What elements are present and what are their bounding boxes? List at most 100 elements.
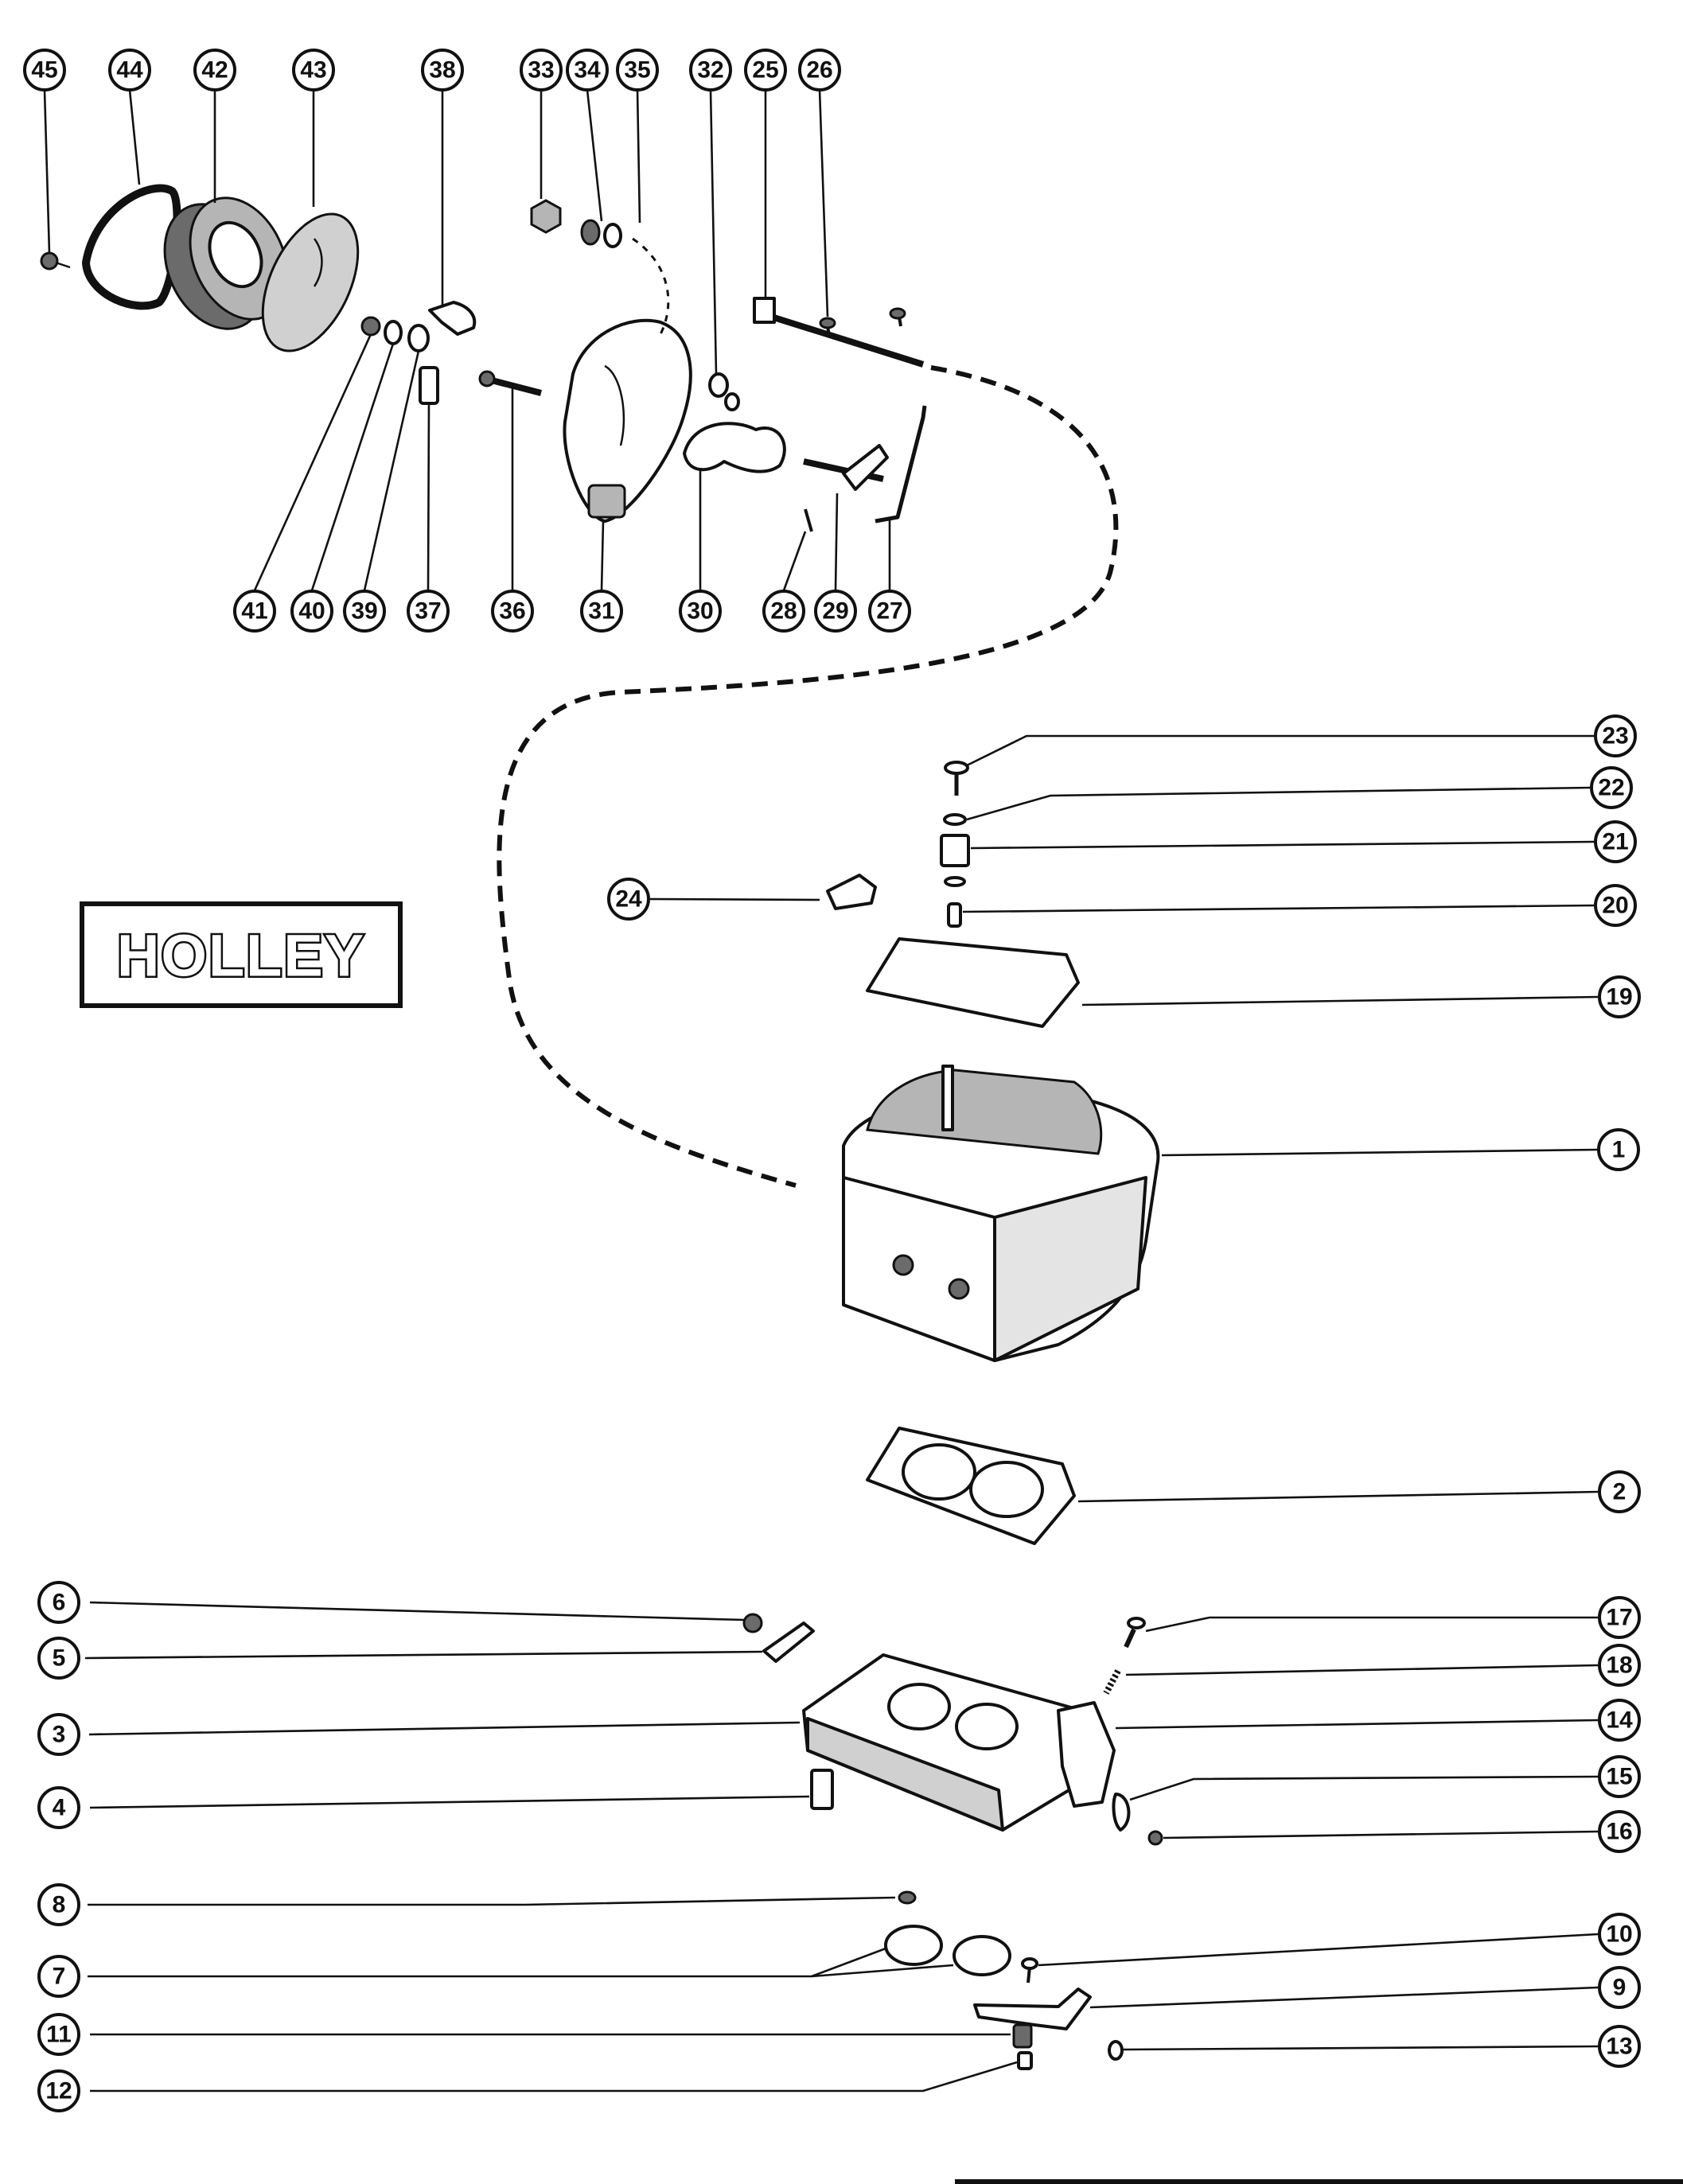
callout-26: 26: [798, 49, 841, 91]
callout-7: 7: [37, 1955, 80, 1998]
leader-7b: [811, 1964, 954, 1978]
part-39-washer: [407, 324, 430, 352]
leader-31: [600, 520, 605, 591]
callout-4: 4: [37, 1786, 80, 1829]
svg-text:45: 45: [31, 57, 57, 84]
callout-20: 20: [1594, 884, 1637, 927]
leader-40: [310, 343, 395, 591]
callout-15: 15: [1598, 1755, 1641, 1798]
brand-label: HOLLEY: [117, 923, 365, 989]
svg-text:4: 4: [53, 1795, 66, 1821]
svg-text:39: 39: [351, 598, 377, 625]
leader-18: [1125, 1664, 1599, 1676]
callout-45: 45: [23, 49, 66, 91]
leader-24: [649, 897, 820, 901]
callout-14: 14: [1598, 1699, 1641, 1742]
svg-text:34: 34: [574, 57, 601, 84]
part-17-screw: [1124, 1617, 1146, 1649]
part-16-screw: [1147, 1830, 1163, 1846]
leader-9: [1089, 1986, 1599, 2009]
svg-text:7: 7: [53, 1964, 66, 1990]
callout-42: 42: [193, 49, 236, 91]
callout-12: 12: [37, 2069, 80, 2112]
callout-39: 39: [343, 590, 386, 633]
leader-10: [1038, 1933, 1599, 1967]
callout-36: 36: [491, 590, 534, 633]
callout-28: 28: [762, 590, 805, 633]
svg-text:41: 41: [241, 598, 267, 625]
svg-text:19: 19: [1606, 984, 1632, 1010]
part-3-throttle-body: [802, 1653, 1084, 1832]
part-2-base-gasket: [866, 1427, 1076, 1545]
svg-text:13: 13: [1606, 2034, 1632, 2060]
callout-5: 5: [37, 1637, 80, 1680]
part-28-pin: [804, 508, 813, 532]
part-43-screen-disk: [261, 212, 360, 352]
callout-3: 3: [37, 1713, 80, 1756]
callout-13: 13: [1598, 2025, 1641, 2068]
leader-29: [834, 492, 839, 591]
part-15-clip: [1112, 1793, 1131, 1832]
leader-14: [1115, 1719, 1599, 1730]
part-9-lever: [973, 1987, 1092, 2030]
leader-37: [427, 403, 430, 591]
callout-6: 6: [37, 1581, 80, 1624]
callout-17: 17: [1598, 1596, 1641, 1639]
leader-8: [88, 1896, 896, 1906]
svg-text:10: 10: [1606, 1921, 1632, 1948]
svg-text:35: 35: [624, 57, 650, 84]
svg-text:11: 11: [46, 2022, 72, 2048]
svg-text:28: 28: [770, 598, 797, 625]
part-24-float: [826, 874, 877, 910]
part-44-gasket: [82, 184, 181, 310]
leader-21: [970, 840, 1595, 850]
callout-41: 41: [233, 590, 276, 633]
part-6-nut: [742, 1613, 763, 1633]
part-1-carburetor-body: [842, 1065, 1160, 1362]
leader-28: [782, 531, 807, 591]
svg-text:12: 12: [45, 2078, 72, 2104]
leader-26: [818, 89, 829, 317]
leader-15: [1129, 1775, 1599, 1801]
svg-text:18: 18: [1606, 1653, 1632, 1679]
part-34-washer: [580, 219, 601, 246]
svg-text:38: 38: [429, 57, 455, 84]
callout-11: 11: [37, 2013, 80, 2056]
leader-20: [962, 904, 1595, 913]
part-19-gasket: [866, 937, 1080, 1028]
callout-24: 24: [607, 878, 650, 921]
callout-31: 31: [580, 590, 623, 633]
callout-40: 40: [290, 590, 333, 633]
part-18-spring: [1103, 1669, 1121, 1695]
part-36-screw: [478, 370, 542, 396]
part-38-choke-lever: [428, 301, 477, 336]
part-37-link: [419, 366, 439, 405]
callout-18: 18: [1598, 1644, 1641, 1687]
part-27-link-rod: [875, 405, 927, 524]
leader-6: [89, 1601, 745, 1621]
svg-text:42: 42: [201, 57, 228, 84]
callout-23: 23: [1594, 714, 1637, 757]
svg-text:20: 20: [1602, 893, 1628, 919]
svg-text:21: 21: [1602, 829, 1628, 855]
part-35-washer: [603, 223, 622, 248]
part-31-choke-housing: [563, 318, 692, 523]
svg-text:8: 8: [53, 1892, 66, 1918]
part-4-fitting: [810, 1769, 834, 1810]
callout-19: 19: [1598, 975, 1641, 1018]
callout-16: 16: [1598, 1810, 1641, 1853]
leader-23: [966, 734, 1594, 767]
part-26-screw: [819, 307, 906, 337]
part-10-screw: [1021, 1957, 1038, 1984]
part-30-choke-lever: [683, 422, 786, 473]
part-5-lever: [762, 1621, 815, 1663]
callout-38: 38: [421, 49, 464, 91]
part-41-nut: [360, 316, 381, 337]
leader-44: [128, 89, 141, 185]
leader-16: [1163, 1830, 1599, 1839]
callout-22: 22: [1590, 766, 1633, 809]
svg-text:25: 25: [752, 57, 778, 84]
svg-text:23: 23: [1602, 723, 1628, 749]
svg-text:3: 3: [53, 1722, 66, 1748]
